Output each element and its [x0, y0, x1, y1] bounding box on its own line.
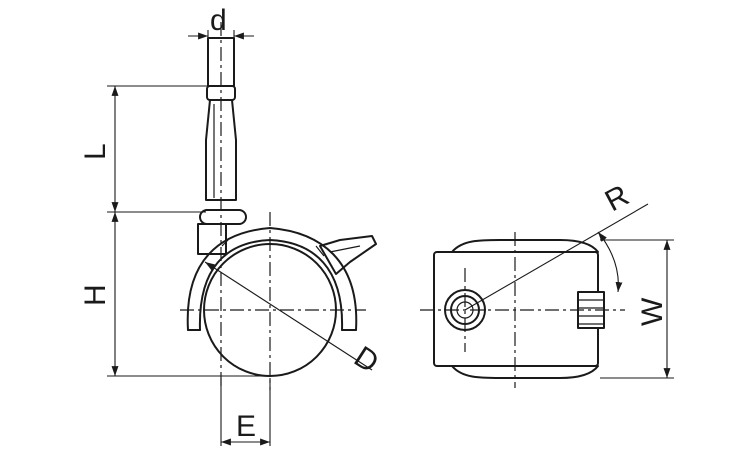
dimension-R-label: R [600, 179, 635, 218]
dimension-E: E [220, 378, 271, 446]
dimension-E-label: E [236, 410, 256, 443]
dimension-H-label: H [79, 284, 112, 306]
top-view: R W [420, 179, 674, 388]
dimension-W-label: W [636, 297, 669, 326]
side-view: d L H D E [79, 4, 384, 446]
stem-collar [197, 209, 247, 255]
top-body [433, 239, 599, 379]
brake-lever [319, 235, 377, 275]
dimension-D-label: D [348, 340, 384, 379]
dimension-d-label: d [210, 4, 227, 37]
dimension-W: W [600, 239, 674, 379]
dimension-H: H [79, 212, 270, 377]
dimension-d: d [188, 4, 254, 40]
dimension-L-label: L [79, 143, 112, 160]
dimension-L: L [79, 85, 210, 213]
